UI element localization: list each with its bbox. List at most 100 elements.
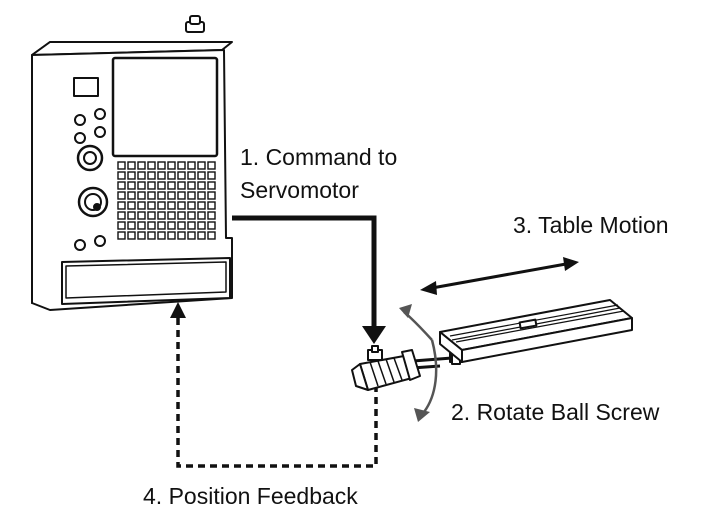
servomotor [351, 345, 441, 391]
keypad-key [187, 191, 196, 200]
keypad-key [137, 191, 146, 200]
keypad-key [207, 221, 216, 230]
keypad-key [147, 231, 156, 240]
keypad-key [157, 161, 166, 170]
keypad-key [117, 221, 126, 230]
keypad-key [167, 221, 176, 230]
keypad-key [157, 231, 166, 240]
table-motion-label: 3. Table Motion [513, 212, 669, 238]
keypad-key [137, 221, 146, 230]
table-motion-arrow [420, 257, 579, 295]
keypad-key [197, 191, 206, 200]
keypad-key [147, 181, 156, 190]
keypad-key [167, 231, 176, 240]
keypad-key [197, 181, 206, 190]
keypad-key [177, 161, 186, 170]
keypad-key [137, 231, 146, 240]
keypad-key [137, 171, 146, 180]
keypad-key [207, 231, 216, 240]
keypad-key [187, 201, 196, 210]
rotation-arrow [399, 304, 438, 422]
keypad-key [167, 181, 176, 190]
keypad-key [117, 211, 126, 220]
keypad-key [187, 161, 196, 170]
keypad-key [197, 171, 206, 180]
keypad-key [197, 161, 206, 170]
dial-knob-upper [76, 144, 104, 172]
button-icon [94, 235, 106, 247]
keypad-key [157, 221, 166, 230]
command-label-line2: Servomotor [240, 177, 359, 203]
keypad-key [137, 161, 146, 170]
keypad-key [177, 191, 186, 200]
keypad-key [207, 181, 216, 190]
button-icon [74, 132, 86, 144]
keypad-key [207, 191, 216, 200]
keypad-key [127, 231, 136, 240]
keypad-key [157, 191, 166, 200]
keypad-key [207, 201, 216, 210]
keypad-key [147, 191, 156, 200]
keypad-key [137, 201, 146, 210]
keypad-key [147, 161, 156, 170]
keypad-key [137, 181, 146, 190]
keypad-key [187, 211, 196, 220]
cabinet-bottom-tray [61, 257, 231, 305]
keypad-key [207, 171, 216, 180]
keypad-key [127, 181, 136, 190]
keypad-key [157, 201, 166, 210]
keypad-grid [117, 161, 216, 240]
keypad-key [167, 171, 176, 180]
cnc-controller [31, 15, 233, 311]
button-icon [94, 108, 106, 120]
keypad-key [177, 211, 186, 220]
keypad-key [127, 161, 136, 170]
keypad-key [157, 181, 166, 190]
keypad-key [187, 221, 196, 230]
keypad-key [127, 191, 136, 200]
keypad-key [177, 231, 186, 240]
keypad-key [197, 221, 206, 230]
keypad-key [167, 161, 176, 170]
keypad-key [187, 171, 196, 180]
command-arrow [232, 215, 386, 344]
keypad-key [197, 211, 206, 220]
keypad-key [207, 161, 216, 170]
keypad-key [117, 181, 126, 190]
position-feedback-arrow [170, 302, 378, 468]
keypad-key [167, 191, 176, 200]
keypad-key [167, 201, 176, 210]
keypad-key [197, 231, 206, 240]
keypad-key [117, 201, 126, 210]
display-screen [111, 56, 219, 158]
keypad-key [177, 171, 186, 180]
keypad-key [187, 181, 196, 190]
status-display [73, 77, 99, 97]
handwheel-knob [77, 186, 109, 218]
keypad-key [177, 201, 186, 210]
keypad-key [177, 221, 186, 230]
keypad-key [127, 171, 136, 180]
keypad-key [207, 211, 216, 220]
button-icon [94, 126, 106, 138]
rotate-ball-screw-label: 2. Rotate Ball Screw [451, 399, 660, 425]
keypad-key [187, 231, 196, 240]
keypad-key [157, 171, 166, 180]
keypad-key [127, 211, 136, 220]
keypad-key [147, 211, 156, 220]
keypad-key [117, 231, 126, 240]
keypad-key [117, 191, 126, 200]
keypad-key [137, 211, 146, 220]
keypad-key [147, 221, 156, 230]
keypad-key [147, 201, 156, 210]
keypad-key [117, 161, 126, 170]
keypad-key [157, 211, 166, 220]
cabinet-top-knob [185, 15, 205, 33]
button-icon [74, 239, 86, 251]
keypad-key [177, 181, 186, 190]
keypad-key [127, 201, 136, 210]
keypad-key [197, 201, 206, 210]
keypad-key [127, 221, 136, 230]
keypad-key [147, 171, 156, 180]
